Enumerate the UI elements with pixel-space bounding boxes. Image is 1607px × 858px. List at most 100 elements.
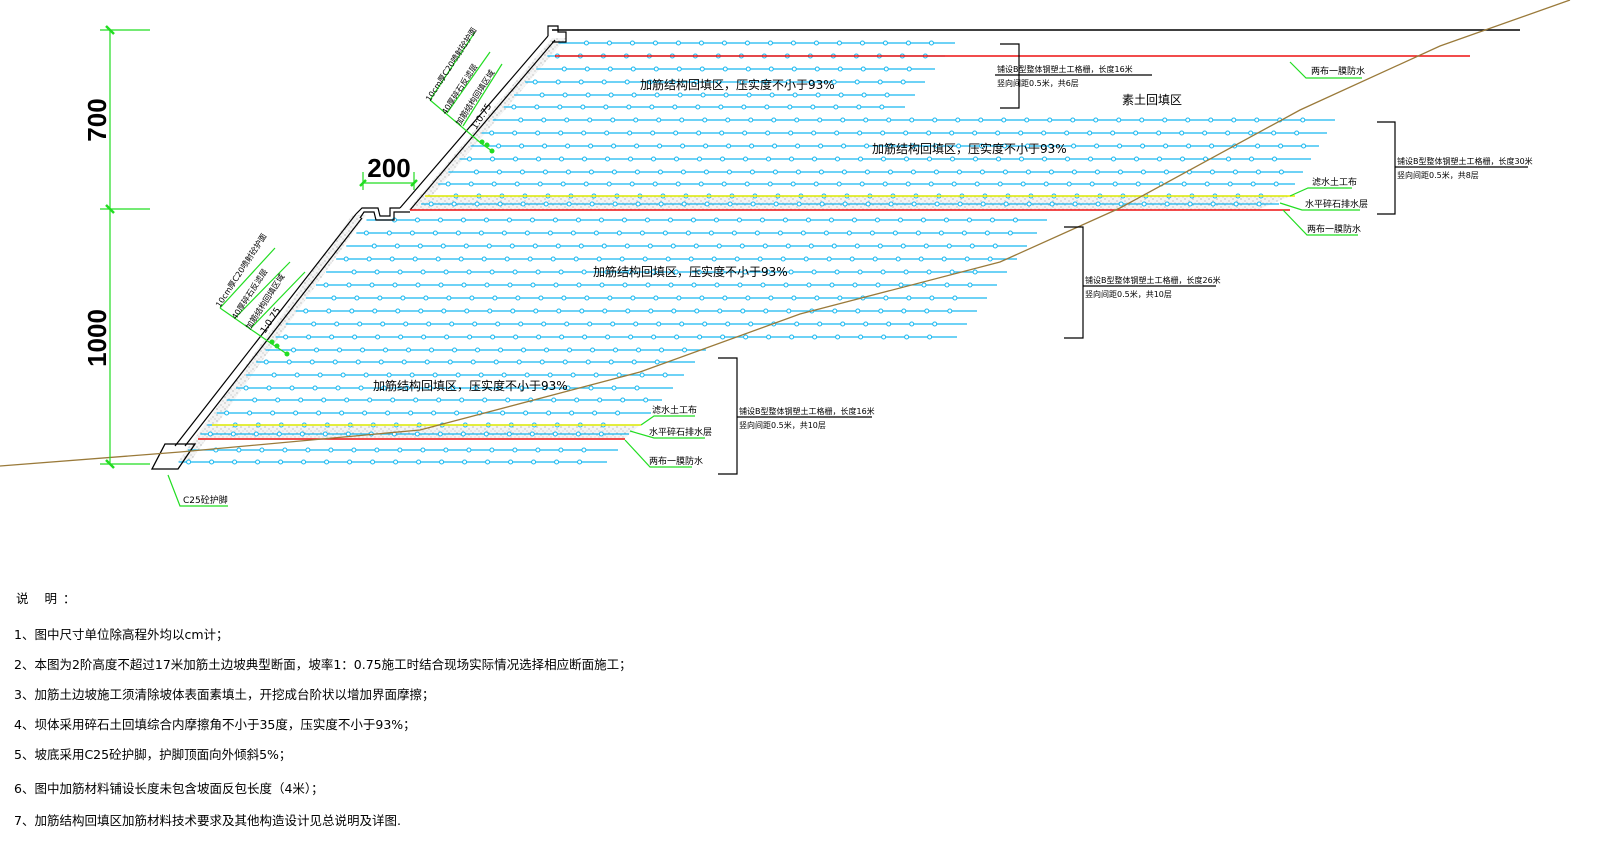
geogrid-node — [605, 334, 611, 340]
geogrid-node — [316, 410, 322, 416]
geogrid-node — [754, 230, 760, 236]
geogrid-node — [604, 130, 610, 136]
geogrid-node — [570, 372, 576, 378]
geogrid-node — [565, 169, 571, 175]
top-cap — [547, 25, 567, 43]
geogrid-node — [593, 230, 599, 236]
geogrid-node — [838, 92, 844, 98]
note-item: 2、本图为2阶高度不超过17米加筋土边坡典型断面，坡率1：0.75施工时结合现场… — [14, 657, 632, 672]
geogrid-node — [773, 201, 779, 207]
geogrid-node — [478, 230, 484, 236]
geogrid-node — [1065, 156, 1070, 162]
geogrid-node — [858, 156, 863, 162]
geogrid-node — [695, 104, 701, 110]
geogrid-node — [815, 92, 821, 98]
geogrid-node — [444, 334, 450, 340]
geogrid-node — [1156, 130, 1162, 136]
geogrid-node — [599, 282, 605, 288]
geogrid-node — [355, 359, 361, 365]
geogrid-node — [521, 347, 527, 353]
geogrid-node — [573, 256, 579, 262]
geogrid-node — [566, 201, 572, 207]
geogrid-node — [676, 295, 682, 301]
geogrid-node — [321, 397, 327, 403]
geogrid-node — [757, 256, 763, 262]
geogrid-node — [836, 181, 842, 187]
geogrid-node — [880, 269, 886, 275]
geogrid-node — [906, 295, 912, 301]
geogrid-node — [897, 217, 903, 223]
geogrid-node — [299, 431, 305, 437]
geogrid-node — [837, 295, 843, 301]
geogrid-node — [884, 92, 890, 98]
geogrid-node — [578, 79, 584, 85]
geogrid-node — [468, 181, 474, 187]
geogrid-node — [611, 385, 617, 391]
geogrid-node — [612, 201, 618, 207]
geogrid-node — [577, 459, 583, 465]
geogrid-node — [369, 282, 375, 288]
geogrid-node — [690, 217, 696, 223]
geogrid-node — [834, 269, 840, 275]
geogrid-node — [725, 117, 731, 123]
geogrid-node — [347, 459, 353, 465]
geogrid-node — [462, 459, 468, 465]
geogrid-node — [1249, 156, 1254, 162]
geogrid-node — [835, 334, 841, 340]
geogrid-node — [852, 282, 858, 288]
geogrid-node — [654, 359, 660, 365]
geogrid-node — [740, 308, 746, 314]
geogrid-node — [581, 269, 587, 275]
geogrid-node — [324, 459, 330, 465]
geogrid-node — [470, 359, 476, 365]
geogrid-node — [996, 156, 1001, 162]
geogrid-node — [864, 143, 870, 149]
geogrid-node — [331, 295, 337, 301]
geogrid-node — [435, 256, 441, 262]
geogrid-node — [395, 308, 401, 314]
geogrid-node — [466, 447, 472, 453]
bracket-tier4 — [718, 357, 872, 475]
note-item: 6、图中加筋材料铺设长度未包含坡面反包长度（4米）； — [14, 781, 324, 796]
geogrid-node — [329, 334, 335, 340]
geogrid-node — [639, 230, 645, 236]
geogrid-node — [518, 321, 524, 327]
geogrid-node — [636, 347, 642, 353]
geogrid-node — [1026, 201, 1032, 207]
geogrid-node — [924, 308, 930, 314]
geogrid-node — [1117, 143, 1123, 149]
geogrid-node — [398, 334, 404, 340]
geogrid-node — [606, 40, 612, 46]
geogrid-node — [276, 431, 282, 437]
geogrid-node — [872, 256, 878, 262]
geogrid-node — [699, 66, 705, 72]
geogrid-node — [385, 410, 391, 416]
geogrid-node — [532, 79, 538, 85]
geogrid-node — [627, 130, 633, 136]
geogrid-node — [349, 308, 355, 314]
geogrid-node — [1256, 201, 1262, 207]
geogrid-node — [550, 256, 556, 262]
geogrid-node — [1278, 143, 1284, 149]
geogrid-node — [236, 447, 242, 453]
geogrid-node — [972, 269, 978, 275]
geogrid-node — [1095, 201, 1101, 207]
grid-note-tier3-line1: 铺设B型整体钢塑土工格栅，长度26米 — [1085, 275, 1221, 285]
geogrid-node — [358, 385, 364, 391]
geogrid-node — [266, 385, 272, 391]
geogrid-node — [561, 66, 567, 72]
geogrid-node — [622, 282, 628, 288]
geogrid-node — [642, 256, 648, 262]
geogrid-node — [1233, 201, 1239, 207]
geogrid-node — [969, 243, 975, 249]
geogrid-node — [417, 243, 423, 249]
geogrid-node — [928, 40, 934, 46]
geogrid-node — [898, 282, 904, 288]
geogrid-node — [734, 256, 740, 262]
geogrid-node — [427, 385, 433, 391]
toe-leader — [167, 474, 228, 507]
geogrid-node — [803, 256, 809, 262]
geogrid-node — [541, 117, 547, 123]
geogrid-node — [603, 104, 609, 110]
geogrid-node — [854, 79, 860, 85]
